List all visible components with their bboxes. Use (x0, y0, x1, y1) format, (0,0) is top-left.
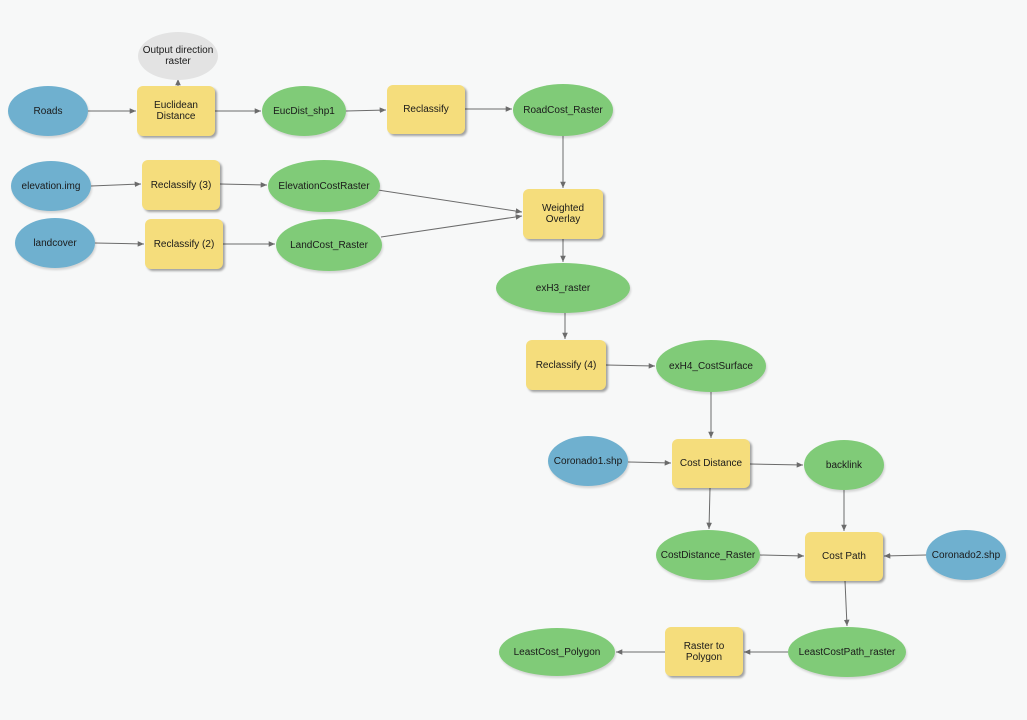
coronado1-shp-node[interactable]: Coronado1.shp (548, 436, 628, 486)
reclassify-tool[interactable]: Reclassify (387, 85, 465, 134)
coronado1-shp-label: Coronado1.shp (553, 455, 623, 467)
connector-eucdist-shp1->reclassify[interactable] (345, 107, 387, 113)
exh4-costsurface-label: exH4_CostSurface (669, 360, 753, 372)
eucdist-shp1-node[interactable]: EucDist_shp1 (262, 86, 346, 136)
raster-to-polygon-label: Raster to Polygon (683, 640, 725, 663)
connector-coronado2-shp->cost-path[interactable] (883, 553, 927, 559)
exh3-raster-label: exH3_raster (535, 282, 591, 294)
connector-cost-distance->backlink[interactable] (749, 462, 804, 468)
landcost-raster-node[interactable]: LandCost_Raster (276, 219, 382, 271)
weighted-overlay-tool[interactable]: Weighted Overlay (523, 189, 603, 239)
cost-path-label: Cost Path (822, 551, 866, 562)
elevation-img-label: elevation.img (21, 180, 81, 192)
backlink-node[interactable]: backlink (804, 440, 884, 490)
leastcostpath-raster-node[interactable]: LeastCostPath_raster (788, 627, 906, 677)
output-direction-raster-node[interactable]: Output direction raster (138, 32, 218, 80)
connector-costdistance-raster->cost-path[interactable] (759, 553, 805, 559)
euclidean-distance-tool[interactable]: Euclidean Distance (137, 86, 215, 136)
connector-elevationcostraster->weighted-overlay[interactable] (377, 189, 523, 214)
costdistance-raster-node[interactable]: CostDistance_Raster (656, 530, 760, 580)
exh4-costsurface-node[interactable]: exH4_CostSurface (656, 340, 766, 392)
reclassify-label: Reclassify (403, 104, 449, 115)
landcover-label: landcover (33, 237, 77, 249)
output-direction-raster-label: Output direction raster (142, 45, 214, 67)
connector-landcost-raster->weighted-overlay[interactable] (380, 214, 523, 238)
connector-cost-path->leastcostpath-raster[interactable] (843, 580, 850, 627)
reclassify-2-tool[interactable]: Reclassify (2) (145, 219, 223, 269)
cost-distance-tool[interactable]: Cost Distance (672, 439, 750, 488)
reclassify-4-tool[interactable]: Reclassify (4) (526, 340, 606, 390)
reclassify-2-label: Reclassify (2) (153, 238, 215, 250)
coronado2-shp-label: Coronado2.shp (931, 549, 1001, 561)
leastcost-polygon-label: LeastCost_Polygon (513, 646, 601, 658)
leastcost-polygon-node[interactable]: LeastCost_Polygon (499, 628, 615, 676)
roadcost-raster-label: RoadCost_Raster (523, 104, 603, 116)
eucdist-shp1-label: EucDist_shp1 (273, 105, 335, 117)
roads-label: Roads (33, 105, 63, 117)
euclidean-distance-label: Euclidean Distance (154, 100, 198, 122)
cost-distance-label: Cost Distance (679, 458, 743, 469)
weighted-overlay-label: Weighted Overlay (541, 203, 585, 225)
reclassify-4-label: Reclassify (4) (535, 359, 597, 371)
reclassify-3-label: Reclassify (3) (150, 179, 212, 191)
exh3-raster-node[interactable]: exH3_raster (496, 263, 630, 313)
connector-reclassify-4->exh4-costsurface[interactable] (605, 363, 656, 369)
raster-to-polygon-tool[interactable]: Raster to Polygon (665, 627, 743, 676)
connector-cost-distance->costdistance-raster[interactable] (706, 487, 712, 530)
elevationcostraster-node[interactable]: ElevationCostRaster (268, 160, 380, 212)
connector-reclassify-3->elevationcostraster[interactable] (219, 182, 268, 188)
connector-coronado1-shp->cost-distance[interactable] (627, 460, 672, 466)
elevation-img-node[interactable]: elevation.img (11, 161, 91, 211)
costdistance-raster-label: CostDistance_Raster (660, 549, 756, 561)
cost-path-tool[interactable]: Cost Path (805, 532, 883, 581)
connector-group (88, 79, 927, 655)
reclassify-3-tool[interactable]: Reclassify (3) (142, 160, 220, 210)
landcover-node[interactable]: landcover (15, 218, 95, 268)
roads-node[interactable]: Roads (8, 86, 88, 136)
elevationcostraster-label: ElevationCostRaster (278, 180, 370, 192)
roadcost-raster-node[interactable]: RoadCost_Raster (513, 84, 613, 136)
connector-elevation-img->reclassify-3[interactable] (90, 181, 142, 188)
leastcostpath-raster-label: LeastCostPath_raster (798, 646, 896, 658)
landcost-raster-label: LandCost_Raster (290, 239, 368, 251)
connector-landcover->reclassify-2[interactable] (94, 241, 145, 247)
coronado2-shp-node[interactable]: Coronado2.shp (926, 530, 1006, 580)
backlink-label: backlink (825, 459, 863, 471)
